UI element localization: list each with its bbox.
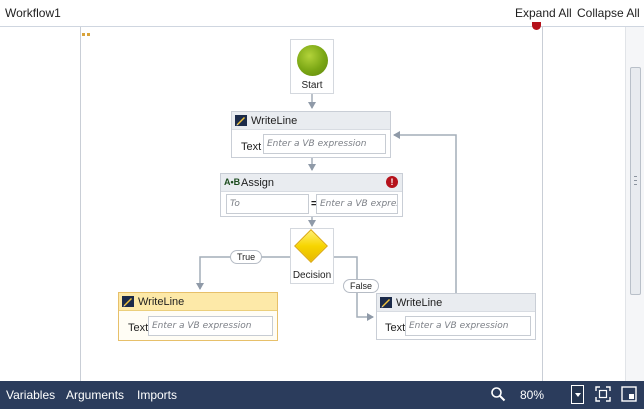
workflow-title: Workflow1 xyxy=(5,6,61,20)
text-expression-input[interactable]: Enter a VB expression xyxy=(405,316,531,336)
equals-sign: = xyxy=(311,198,318,210)
fit-to-screen-icon[interactable] xyxy=(595,386,611,402)
activity-header[interactable]: A•B Assign ! xyxy=(221,174,402,192)
flowchart-error-icon xyxy=(532,22,541,30)
expand-all-link[interactable]: Expand All xyxy=(515,6,572,20)
writeline-activity-top[interactable]: WriteLine Text Enter a VB expression xyxy=(231,111,391,158)
text-label: Text xyxy=(128,322,149,334)
activity-header[interactable]: WriteLine xyxy=(119,293,277,311)
error-icon[interactable]: ! xyxy=(386,176,398,188)
assign-activity[interactable]: A•B Assign ! To = Enter a VB expressio xyxy=(220,173,403,217)
flowchart-drag-handle[interactable] xyxy=(82,27,92,36)
scrollbar-thumb[interactable] xyxy=(630,67,641,295)
imports-tab[interactable]: Imports xyxy=(137,388,178,402)
text-label: Text xyxy=(385,322,406,334)
decision-node[interactable]: Decision xyxy=(290,228,334,284)
assign-icon: A•B xyxy=(224,177,241,187)
activity-title: WriteLine xyxy=(396,297,443,309)
writeline-icon xyxy=(380,297,392,308)
zoom-dropdown-chevron-down-icon[interactable] xyxy=(571,385,584,404)
text-expression-input[interactable]: Enter a VB expression xyxy=(148,316,273,336)
start-label: Start xyxy=(301,80,323,91)
arguments-tab[interactable]: Arguments xyxy=(66,388,125,402)
magnifier-icon[interactable] xyxy=(490,386,506,402)
variables-tab[interactable]: Variables xyxy=(6,388,56,402)
text-label: Text xyxy=(241,141,262,153)
value-expression-input[interactable]: Enter a VB expressio xyxy=(316,194,398,214)
collapse-all-link[interactable]: Collapse All xyxy=(577,6,640,20)
activity-title: Assign xyxy=(241,177,275,189)
activity-title: WriteLine xyxy=(251,115,298,127)
overview-icon[interactable] xyxy=(621,386,637,402)
false-branch-label[interactable]: False xyxy=(343,279,380,293)
to-input[interactable]: To xyxy=(226,194,309,214)
activity-header[interactable]: WriteLine xyxy=(232,112,390,130)
designer-statusbar: Variables Arguments Imports 80% xyxy=(0,381,644,409)
true-branch-label[interactable]: True xyxy=(230,250,263,264)
writeline-activity-false[interactable]: WriteLine Text Enter a VB expression xyxy=(376,293,536,340)
writeline-icon xyxy=(122,296,134,307)
designer-header: Workflow1 Expand All Collapse All xyxy=(0,0,644,27)
activity-header[interactable]: WriteLine xyxy=(377,294,535,312)
vertical-scrollbar[interactable] xyxy=(625,27,644,381)
writeline-icon xyxy=(235,115,247,126)
text-expression-input[interactable]: Enter a VB expression xyxy=(263,134,386,154)
start-node[interactable]: Start xyxy=(290,39,334,94)
activity-title: WriteLine xyxy=(138,296,185,308)
start-circle-icon xyxy=(297,45,328,76)
decision-diamond-icon xyxy=(294,229,328,263)
writeline-activity-true[interactable]: WriteLine Text Enter a VB expression xyxy=(118,292,278,341)
zoom-level[interactable]: 80% xyxy=(520,388,545,402)
decision-label: Decision xyxy=(292,270,332,281)
